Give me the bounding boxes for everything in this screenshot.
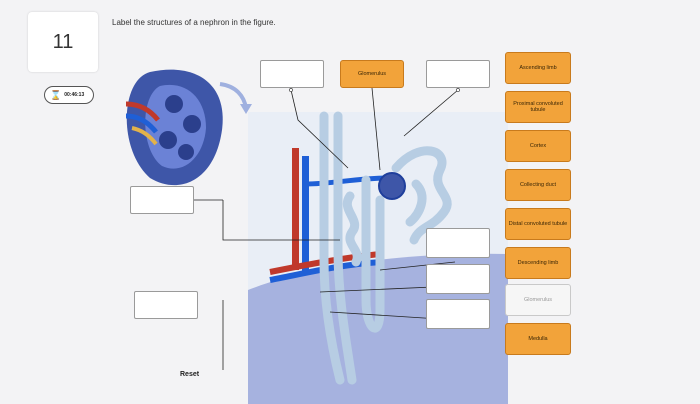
label-distal-convoluted-tubule[interactable]: Distal convoluted tubule [505,208,571,240]
timer-value: 00:46:13 [64,92,85,98]
label-cortex[interactable]: Cortex [505,130,571,162]
drop-zone-right-1[interactable] [426,228,490,258]
artery [292,148,299,270]
label-ascending-limb[interactable]: Ascending limb [505,52,571,84]
label-medulla[interactable]: Medulla [505,323,571,355]
question-prompt: Label the structures of a nephron in the… [112,18,276,27]
drop-zone-right-2[interactable] [426,264,490,294]
glomerulus [378,172,406,200]
question-number: 11 [28,12,98,72]
label-descending-limb[interactable]: Descending limb [505,247,571,279]
placed-label-glomerulus[interactable]: Glomerulus [340,60,404,88]
drop-zone-top-left[interactable] [260,60,324,88]
kidney-icon [125,69,223,186]
timer: ⌛ 00:46:13 [44,86,94,104]
drop-zone-top-right[interactable] [426,60,490,88]
drop-zone-right-3[interactable] [426,299,490,329]
hourglass-icon: ⌛ [50,89,62,100]
reset-button[interactable]: Reset [180,371,200,378]
drop-zone-left-upper[interactable] [130,186,194,214]
vein [302,156,309,272]
drop-zone-left-lower[interactable] [134,291,198,319]
label-glomerulus-placeholder: Glomerulus [505,284,571,316]
label-proximal-convoluted-tubule[interactable]: Proximal convoluted tubule [505,91,571,123]
tubules [319,111,452,385]
label-collecting-duct[interactable]: Collecting duct [505,169,571,201]
